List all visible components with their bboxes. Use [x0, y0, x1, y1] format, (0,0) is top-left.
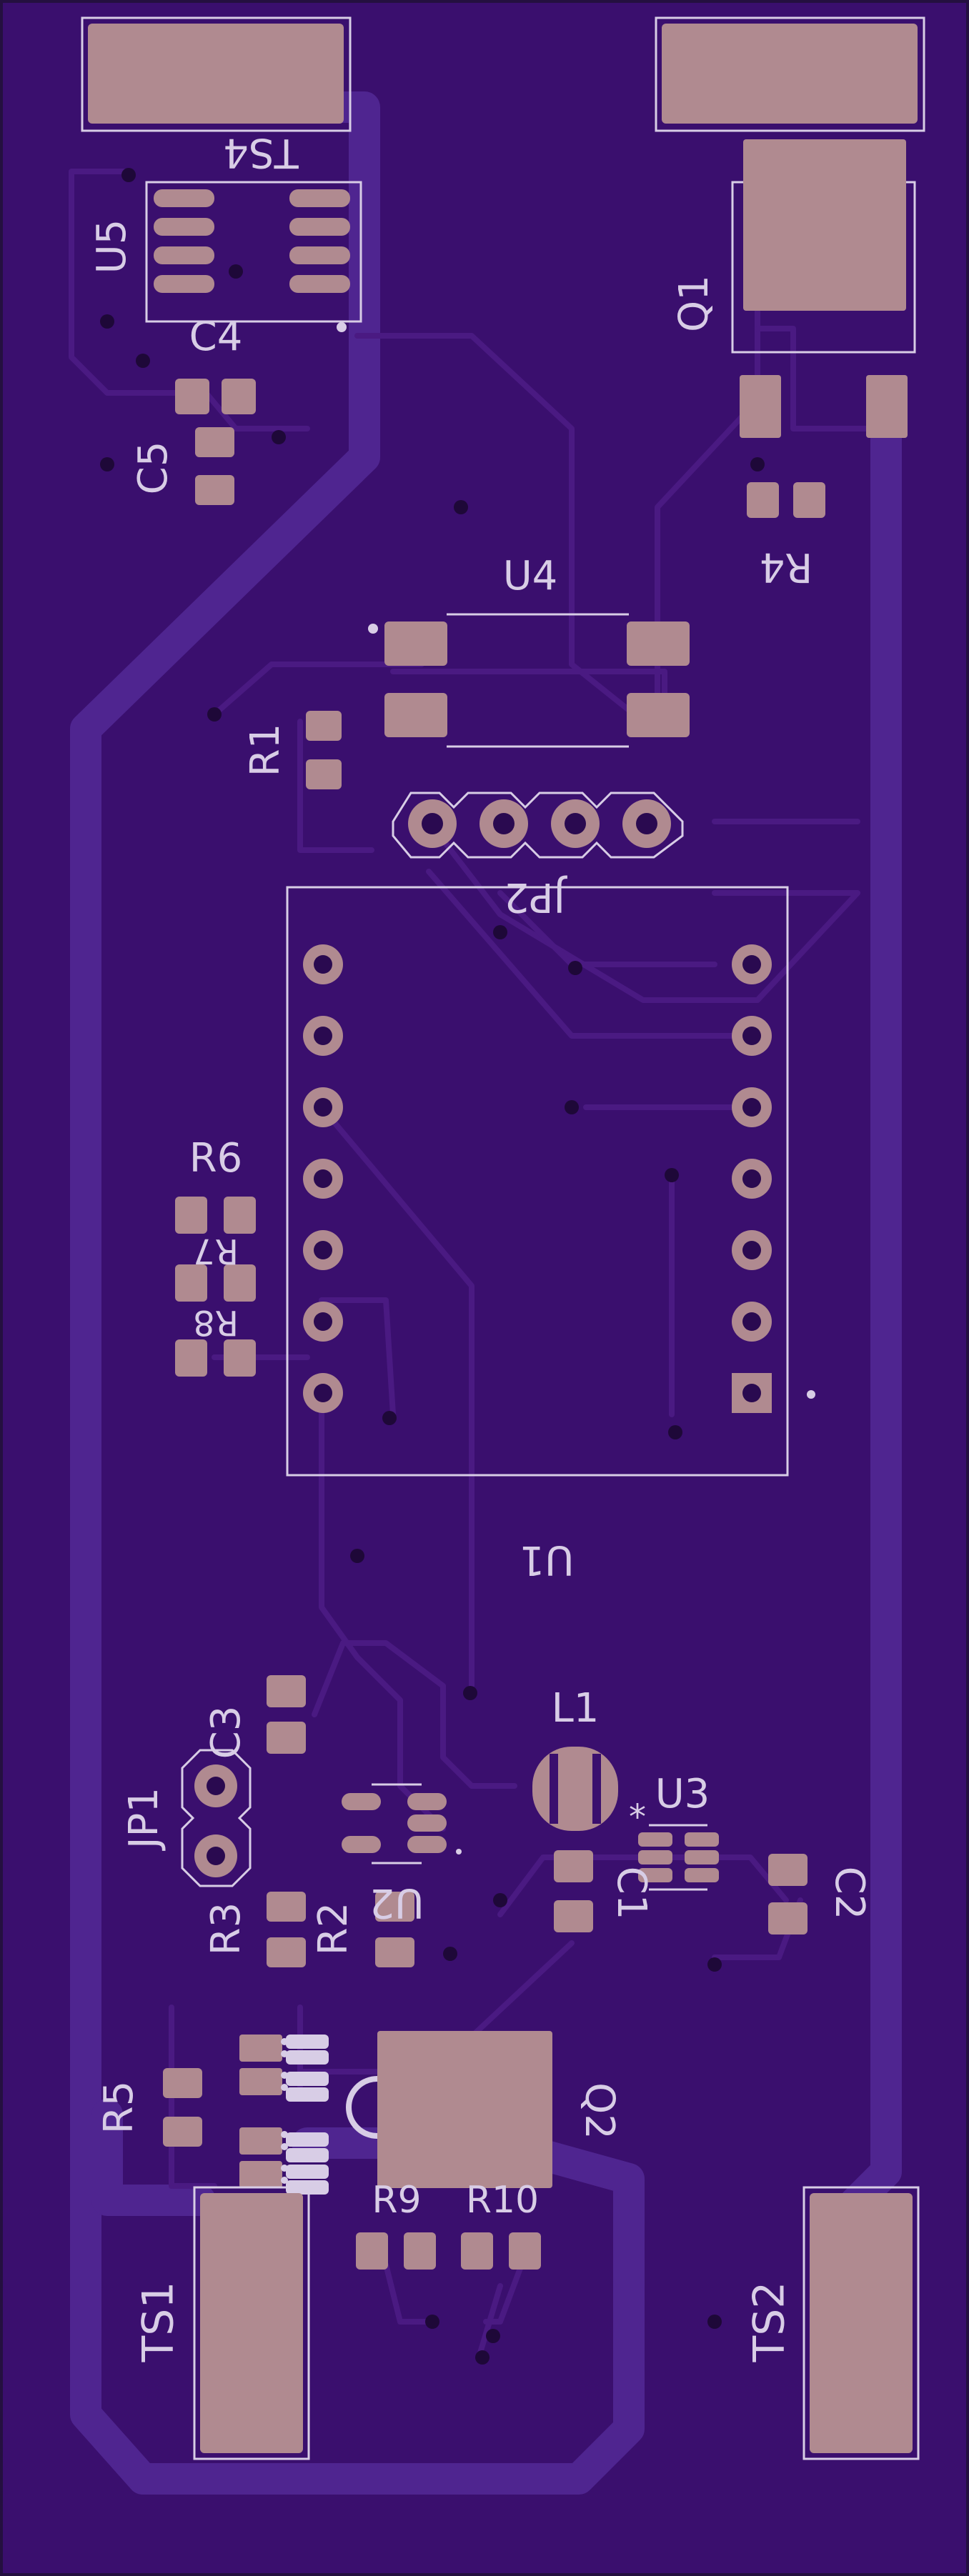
- u1-module: U1: [286, 886, 815, 1583]
- u4-label: U4: [503, 553, 558, 599]
- u3-marker: *: [629, 1797, 646, 1837]
- u1-left-pins: [303, 944, 343, 1413]
- jp1-label: JP1: [121, 1787, 167, 1851]
- top-right-pad: [655, 16, 925, 132]
- q1-label: Q1: [671, 275, 717, 332]
- c4-capacitor: C4: [175, 314, 256, 414]
- small-pad-array: [239, 2035, 329, 2195]
- c1-capacitor: C1: [554, 1850, 655, 1932]
- r4-label: R4: [760, 544, 813, 590]
- r8-resistor: R8: [175, 1302, 256, 1377]
- jp2-header: JP2: [392, 792, 684, 920]
- ts2-label: TS2: [745, 2282, 795, 2363]
- c2-capacitor: C2: [768, 1854, 873, 1935]
- r9-label: R9: [372, 2179, 421, 2222]
- u2-ic: U2: [342, 1783, 462, 1926]
- r3-resistor: R3: [203, 1892, 306, 1967]
- r6-label: R6: [189, 1135, 243, 1182]
- c3-capacitor: C3: [203, 1675, 306, 1759]
- r9-resistor: R9: [356, 2179, 436, 2270]
- q2-transistor: Q2: [346, 2031, 622, 2188]
- l1-label: L1: [552, 1685, 600, 1732]
- q1-transistor: Q1: [671, 139, 916, 438]
- l1-inductor: L1: [532, 1685, 618, 1831]
- u5-ic: U5: [89, 181, 362, 332]
- r1-resistor: R1: [242, 711, 342, 789]
- c2-label: C2: [826, 1867, 873, 1920]
- u1-label: U1: [520, 1537, 575, 1583]
- ts4-label: TS4: [223, 129, 299, 176]
- jp1-jumper: JP1: [121, 1749, 252, 1887]
- c5-label: C5: [130, 441, 177, 495]
- r10-label: R10: [466, 2179, 539, 2222]
- u4-regulator: U4: [368, 553, 690, 748]
- u5-label: U5: [89, 219, 135, 274]
- r1-label: R1: [242, 724, 289, 777]
- r2-label: R2: [310, 1902, 357, 1956]
- u3-ic: * U3: [629, 1771, 719, 1891]
- r8-label: R8: [193, 1302, 239, 1342]
- r2-resistor: R2: [310, 1892, 414, 1967]
- r10-resistor: R10: [461, 2179, 541, 2270]
- vias: [100, 168, 765, 2365]
- c4-label: C4: [189, 314, 243, 360]
- u1-right-pins: [732, 944, 772, 1413]
- ts2-switch: TS2: [745, 2186, 920, 2460]
- r6-resistor: R6: [175, 1135, 256, 1234]
- r3-label: R3: [203, 1902, 249, 1956]
- r7-resistor: R7: [175, 1231, 256, 1302]
- q2-label: Q2: [576, 2082, 622, 2140]
- jp2-label: JP2: [504, 874, 567, 920]
- r4-resistor: R4: [747, 482, 825, 590]
- ts4-switch: TS4: [81, 16, 352, 176]
- u3-label: U3: [655, 1771, 710, 1817]
- u2-label: U2: [369, 1879, 424, 1926]
- c1-label: C1: [608, 1867, 655, 1920]
- r5-resistor: R5: [96, 2068, 202, 2147]
- r5-label: R5: [96, 2081, 142, 2135]
- ts1-switch: TS1: [134, 2186, 310, 2460]
- ts1-label: TS1: [134, 2282, 184, 2363]
- r7-label: R7: [193, 1231, 239, 1271]
- c5-capacitor: C5: [130, 427, 234, 505]
